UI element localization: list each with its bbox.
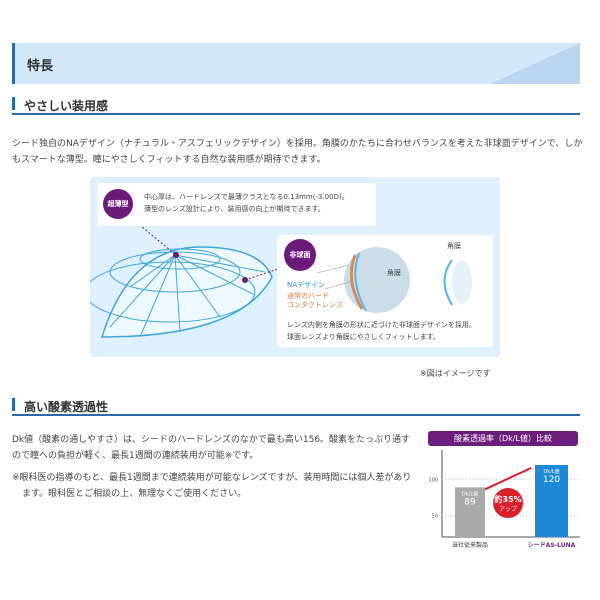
aspheric-text: レンズ内側を角膜の形状に近づけた非球面デザインを採用。球面レンズより角膜にやさし… xyxy=(287,319,476,343)
badge-aspheric: 非球面 xyxy=(284,239,316,271)
aspheric-text-2: 球面レンズより角膜にやさしくフィットします。 xyxy=(287,333,440,341)
cornea-diagram xyxy=(316,247,472,313)
section-heading-oxygen: 高い酸素透過性 xyxy=(12,398,580,416)
feature-header: 特長 xyxy=(12,43,580,84)
bar-value: 89 xyxy=(464,497,476,507)
chart-title: 酸素透過率（Dk/L値）比較 xyxy=(428,431,578,446)
lens-dome-graphic xyxy=(90,216,291,338)
image-note: ※図はイメージです xyxy=(420,369,491,378)
comfort-description: シード独自のNAデザイン（ナチュラル・アスフェリックデザイン）を採用。角膜のかた… xyxy=(12,139,583,165)
aspheric-text-1: レンズ内側を角膜の形状に近づけた非球面デザインを採用。 xyxy=(287,321,476,329)
section-heading-comfort: やさしい装用感 xyxy=(12,97,580,115)
thin-text-1: 中心厚は、ハードレンズで最薄クラスとなる0.13mm(-3.00D)。 xyxy=(144,193,349,201)
oxygen-chart: 50100Dk/L値89当社従来製品Dk/L値120シードAS-LUNA約35%… xyxy=(428,450,580,549)
bar-value: 120 xyxy=(543,475,560,485)
annotation-line2: アップ xyxy=(499,506,517,513)
bar-value-label: Dk/L値 xyxy=(462,490,478,497)
oxygen-description: Dk値（酸素の通しやすさ）は、シードのハードレンズのなかで最も高い156。酸素を… xyxy=(12,435,411,461)
label-normal-lens: 通常のハードコンタクトレンズ xyxy=(287,292,343,310)
thin-text-2: 薄型のレンズ設計により、装用感の向上が期待できます。 xyxy=(144,205,325,213)
y-tick-label: 50 xyxy=(432,513,438,519)
label-na-design: NAデザイン xyxy=(287,281,326,289)
category-label: シードAS-LUNA xyxy=(528,542,576,549)
lens-illustration: 中心厚は、ハードレンズで最薄クラスとなる0.13mm(-3.00D)。 薄型のレ… xyxy=(90,177,500,357)
category-label: 当社従来製品 xyxy=(452,541,488,549)
bar-value-label: Dk/L値 xyxy=(543,468,559,475)
label-normal-2: コンタクトレンズ xyxy=(287,301,343,309)
trend-arrow xyxy=(484,467,532,491)
label-cornea: 角膜 xyxy=(387,269,401,277)
label-cornea-eye: 角膜 xyxy=(447,242,461,250)
bar-1 xyxy=(535,465,568,537)
y-tick-label: 100 xyxy=(428,477,438,483)
badge-ultra-thin: 超薄型 xyxy=(103,189,133,219)
increase-badge xyxy=(493,488,523,518)
label-normal-1: 通常のハード xyxy=(287,292,329,300)
thin-callout: 中心厚は、ハードレンズで最薄クラスとなる0.13mm(-3.00D)。 薄型のレ… xyxy=(97,183,376,226)
oxygen-footnote: ※眼科医の指導のもと、最長1週間まで連続装用が可能なレンズですが、装用時間には個… xyxy=(12,473,412,499)
bar-0 xyxy=(455,487,485,537)
annotation-line1: 約35% xyxy=(494,494,521,504)
page-title: 特長 xyxy=(27,59,54,74)
